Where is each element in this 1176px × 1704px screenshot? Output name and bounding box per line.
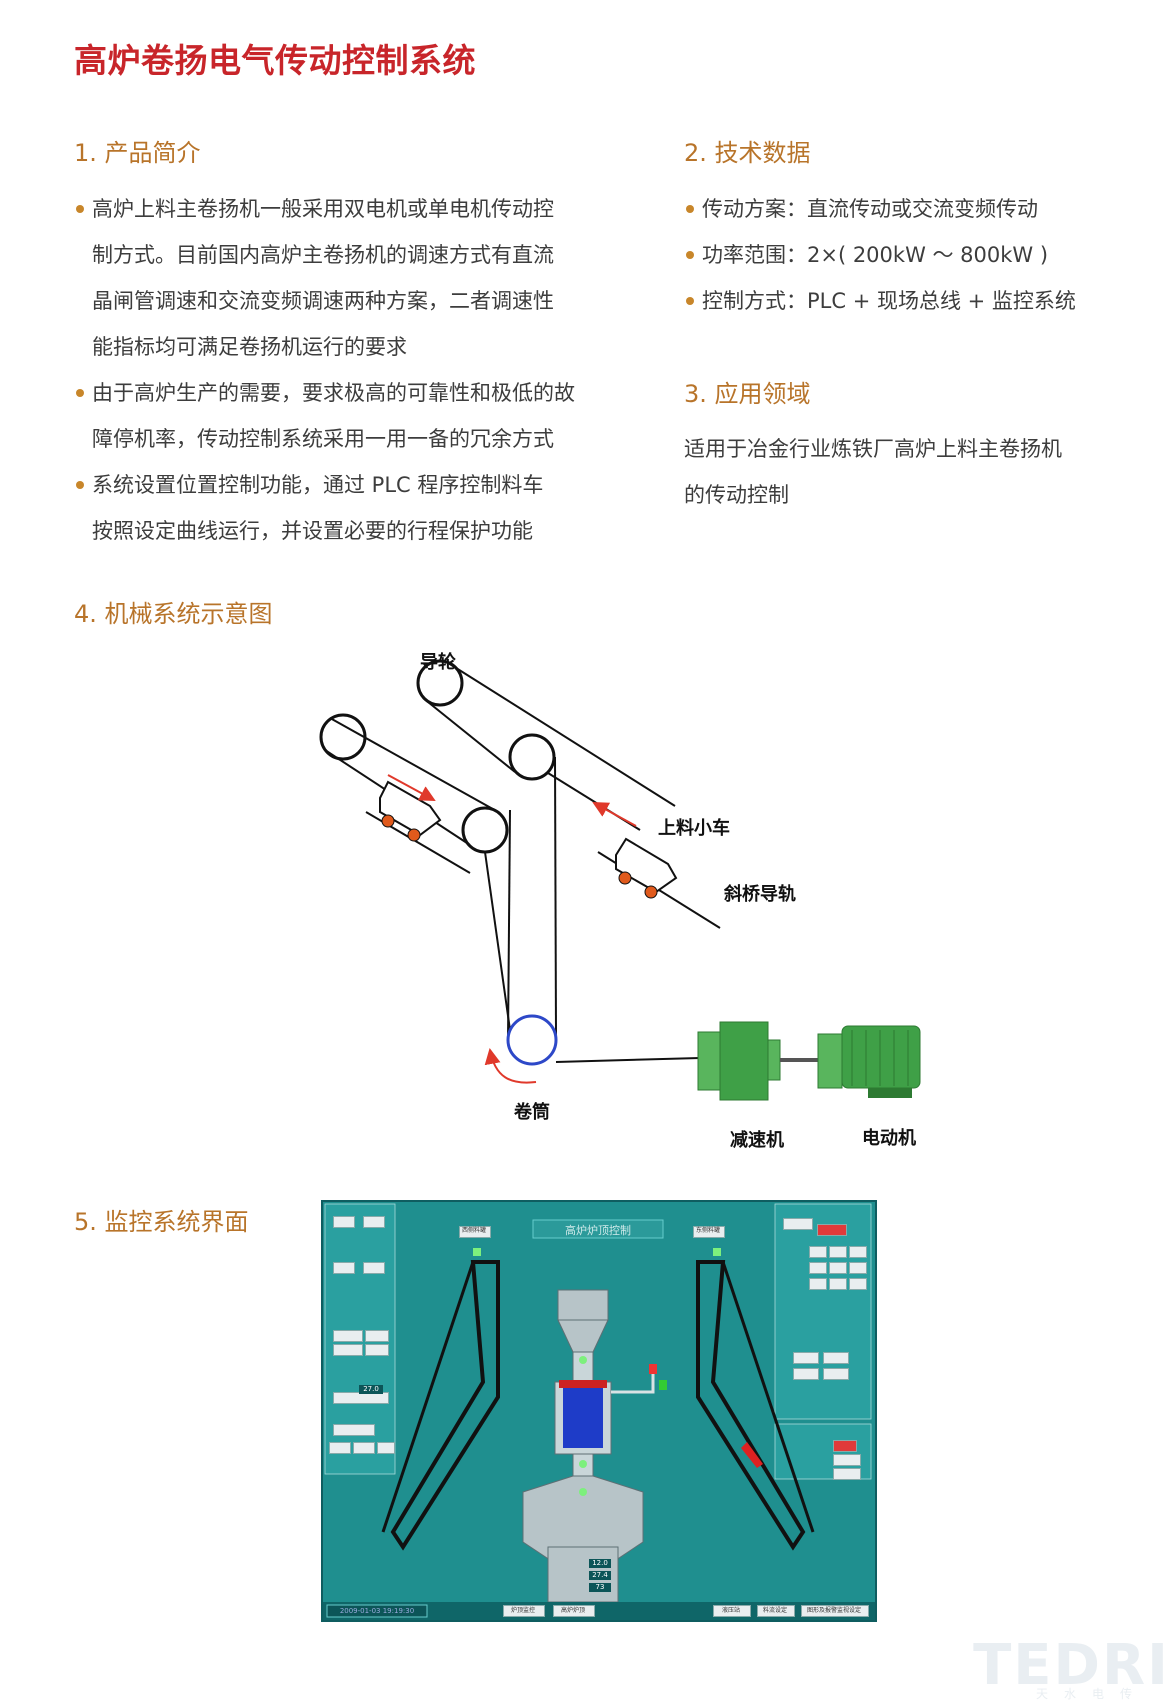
intro-bullet-3: 系统设置位置控制功能，通过 PLC 程序控制料车 按照设定曲线运行，并设置必要的… [74,462,634,554]
intro-heading: 1. 产品简介 [74,139,201,167]
hmi-btn-left-7[interactable] [333,1344,363,1356]
hmi-bottom-btn-5-label: 图形及报警监视设定 [806,1607,861,1614]
hmi-btn-left-10[interactable] [333,1424,375,1436]
monitor-heading: 5. 监控系统界面 [74,1208,249,1236]
guide-wheel-lower [508,733,556,781]
hmi-btn-right-15[interactable] [823,1368,849,1380]
hmi-bottom-btn-2[interactable] [553,1605,595,1617]
intro-bullet-1: 高炉上料主卷扬机一般采用双电机或单电机传动控 制方式。目前国内高炉主卷扬机的调速… [74,186,634,370]
hmi-btn-right-2[interactable] [817,1224,847,1236]
label-incline-rail: 斜桥导轨 [724,884,796,905]
hmi-btn-right-10[interactable] [829,1278,847,1290]
hmi-btn-right-11[interactable] [849,1278,867,1290]
guide-wheel-top [416,659,464,707]
tech-bullet-3: 控制方式：PLC + 现场总线 + 监控系统 [684,278,1144,324]
hmi-btn-left-1[interactable] [333,1216,355,1228]
down-arrow-icon [387,774,436,801]
hmi-right-bin-label: 东侧料罐 [695,1227,720,1234]
hmi-bottom-btn-5[interactable] [801,1605,869,1617]
intro-bullet-2: 由于高炉生产的需要，要求极高的可靠性和极低的故 障停机率，传动控制系统采用一用一… [74,370,634,462]
motor-icon [817,1025,921,1098]
hmi-btn-right-14[interactable] [793,1368,819,1380]
hmi-angle-readout: 27.0 [359,1385,383,1394]
hmi-btn-right-12[interactable] [793,1352,819,1364]
hmi-btn-left-13[interactable] [377,1442,395,1454]
hmi-bottom-btn-1[interactable] [503,1605,545,1617]
hmi-btn-left-6[interactable] [365,1330,389,1342]
tech-bullet-1: 传动方案：直流传动或交流变频传动 [684,186,1144,232]
rotate-arrow-icon [484,1048,537,1084]
hmi-bottom-btn-1-label: 炉顶监控 [510,1607,535,1614]
hmi-right-bin-button[interactable] [693,1226,725,1238]
hmi-btn-left-8[interactable] [365,1344,389,1356]
hmi-btn-left-11[interactable] [329,1442,351,1454]
hmi-alpha-readout: 27.4 [589,1571,611,1580]
hmi-bottom-btn-4[interactable] [757,1605,795,1617]
up-arrow-icon [592,802,637,827]
intro-body: 高炉上料主卷扬机一般采用双电机或单电机传动控 制方式。目前国内高炉主卷扬机的调速… [74,186,634,554]
hmi-beta-readout: 73 [589,1583,611,1592]
mechanical-diagram [319,659,921,1101]
application-body: 适用于冶金行业炼铁厂高炉上料主卷扬机 的传动控制 [684,437,1062,507]
hmi-btn-right-16[interactable] [833,1440,857,1452]
label-reducer: 减速机 [730,1130,784,1151]
hmi-screen: 27.0 12.0 27.4 73 高炉炉顶控制 西侧料罐 东侧料罐 2009-… [321,1200,877,1622]
hmi-title: 高炉炉顶控制 [565,1224,631,1237]
drum-icon [506,1014,558,1066]
hmi-btn-right-4[interactable] [829,1246,847,1258]
hmi-position-readout: 12.0 [589,1559,611,1568]
hmi-bottom-btn-2-label: 高炉炉顶 [560,1607,585,1614]
label-guide-wheel: 导轮 [420,652,456,673]
hmi-btn-right-6[interactable] [809,1262,827,1274]
hmi-btn-left-2[interactable] [363,1216,385,1228]
hmi-btn-left-4[interactable] [363,1262,385,1274]
hmi-bottom-btn-4-label: 料流设定 [762,1607,787,1614]
label-feed-car: 上料小车 [658,818,730,839]
hmi-btn-right-7[interactable] [829,1262,847,1274]
hmi-left-bin-label: 西侧料罐 [461,1227,486,1234]
hmi-btn-right-13[interactable] [823,1352,849,1364]
hmi-btn-left-5[interactable] [333,1330,363,1342]
hmi-btn-right-1[interactable] [783,1218,813,1230]
hmi-btn-right-18[interactable] [833,1468,861,1480]
hmi-btn-left-3[interactable] [333,1262,355,1274]
label-drum: 卷筒 [514,1102,550,1123]
hmi-btn-right-3[interactable] [809,1246,827,1258]
reducer-icon [697,1021,820,1101]
hmi-btn-right-8[interactable] [849,1262,867,1274]
left-feed-car-icon [379,780,442,842]
mechanical-heading: 4. 机械系统示意图 [74,600,273,628]
label-motor: 电动机 [862,1128,916,1149]
hmi-bottom-btn-3-label: 液压站 [721,1607,740,1614]
tech-heading: 2. 技术数据 [684,139,811,167]
tedri-logo: TEDRI [973,1633,1170,1698]
right-feed-car-icon [615,837,678,899]
hmi-btn-right-17[interactable] [833,1454,861,1466]
hmi-bottom-btn-3[interactable] [713,1605,751,1617]
hmi-btn-left-12[interactable] [353,1442,375,1454]
tech-body: 传动方案：直流传动或交流变频传动 功率范围：2×( 200kW ～ 800kW … [684,186,1144,324]
hmi-left-bin-button[interactable] [459,1226,491,1238]
page-title: 高炉卷扬电气传动控制系统 [74,41,476,80]
application-heading: 3. 应用领域 [684,380,811,408]
hmi-btn-right-5[interactable] [849,1246,867,1258]
hmi-btn-right-9[interactable] [809,1278,827,1290]
tedri-logo-sub: 天水电传 [1035,1687,1148,1701]
tech-bullet-2: 功率范围：2×( 200kW ～ 800kW ) [684,232,1144,278]
hmi-timestamp: 2009-01-03 19:19:30 [339,1607,415,1615]
